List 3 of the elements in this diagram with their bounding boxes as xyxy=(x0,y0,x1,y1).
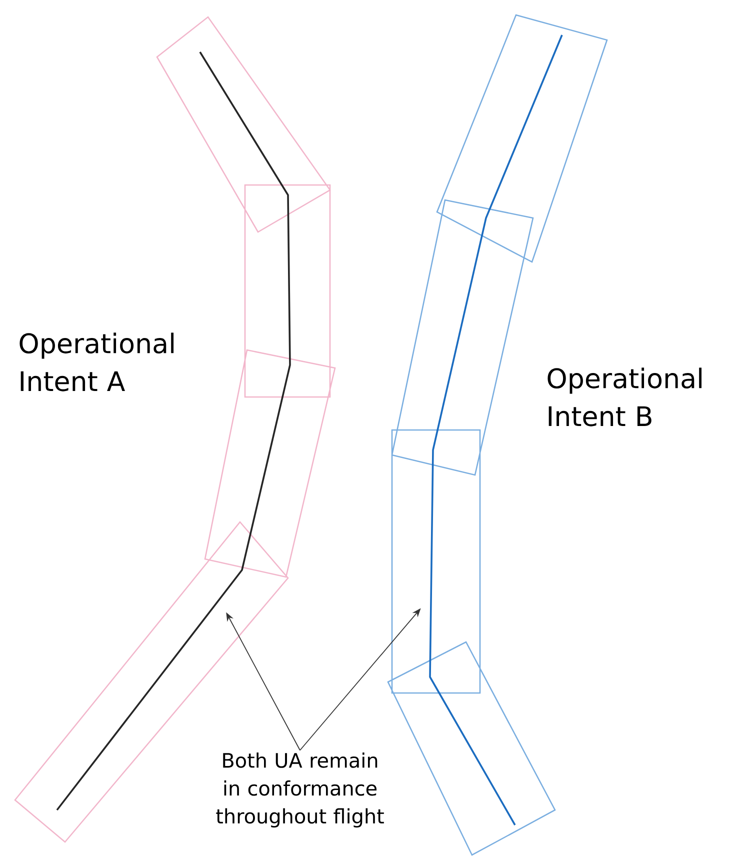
intent-label: Operational Intent B xyxy=(548,368,702,426)
callout-text: Both UA remain in conformance throughout flight xyxy=(216,752,384,828)
intent-label: Operational Intent A xyxy=(20,332,174,392)
